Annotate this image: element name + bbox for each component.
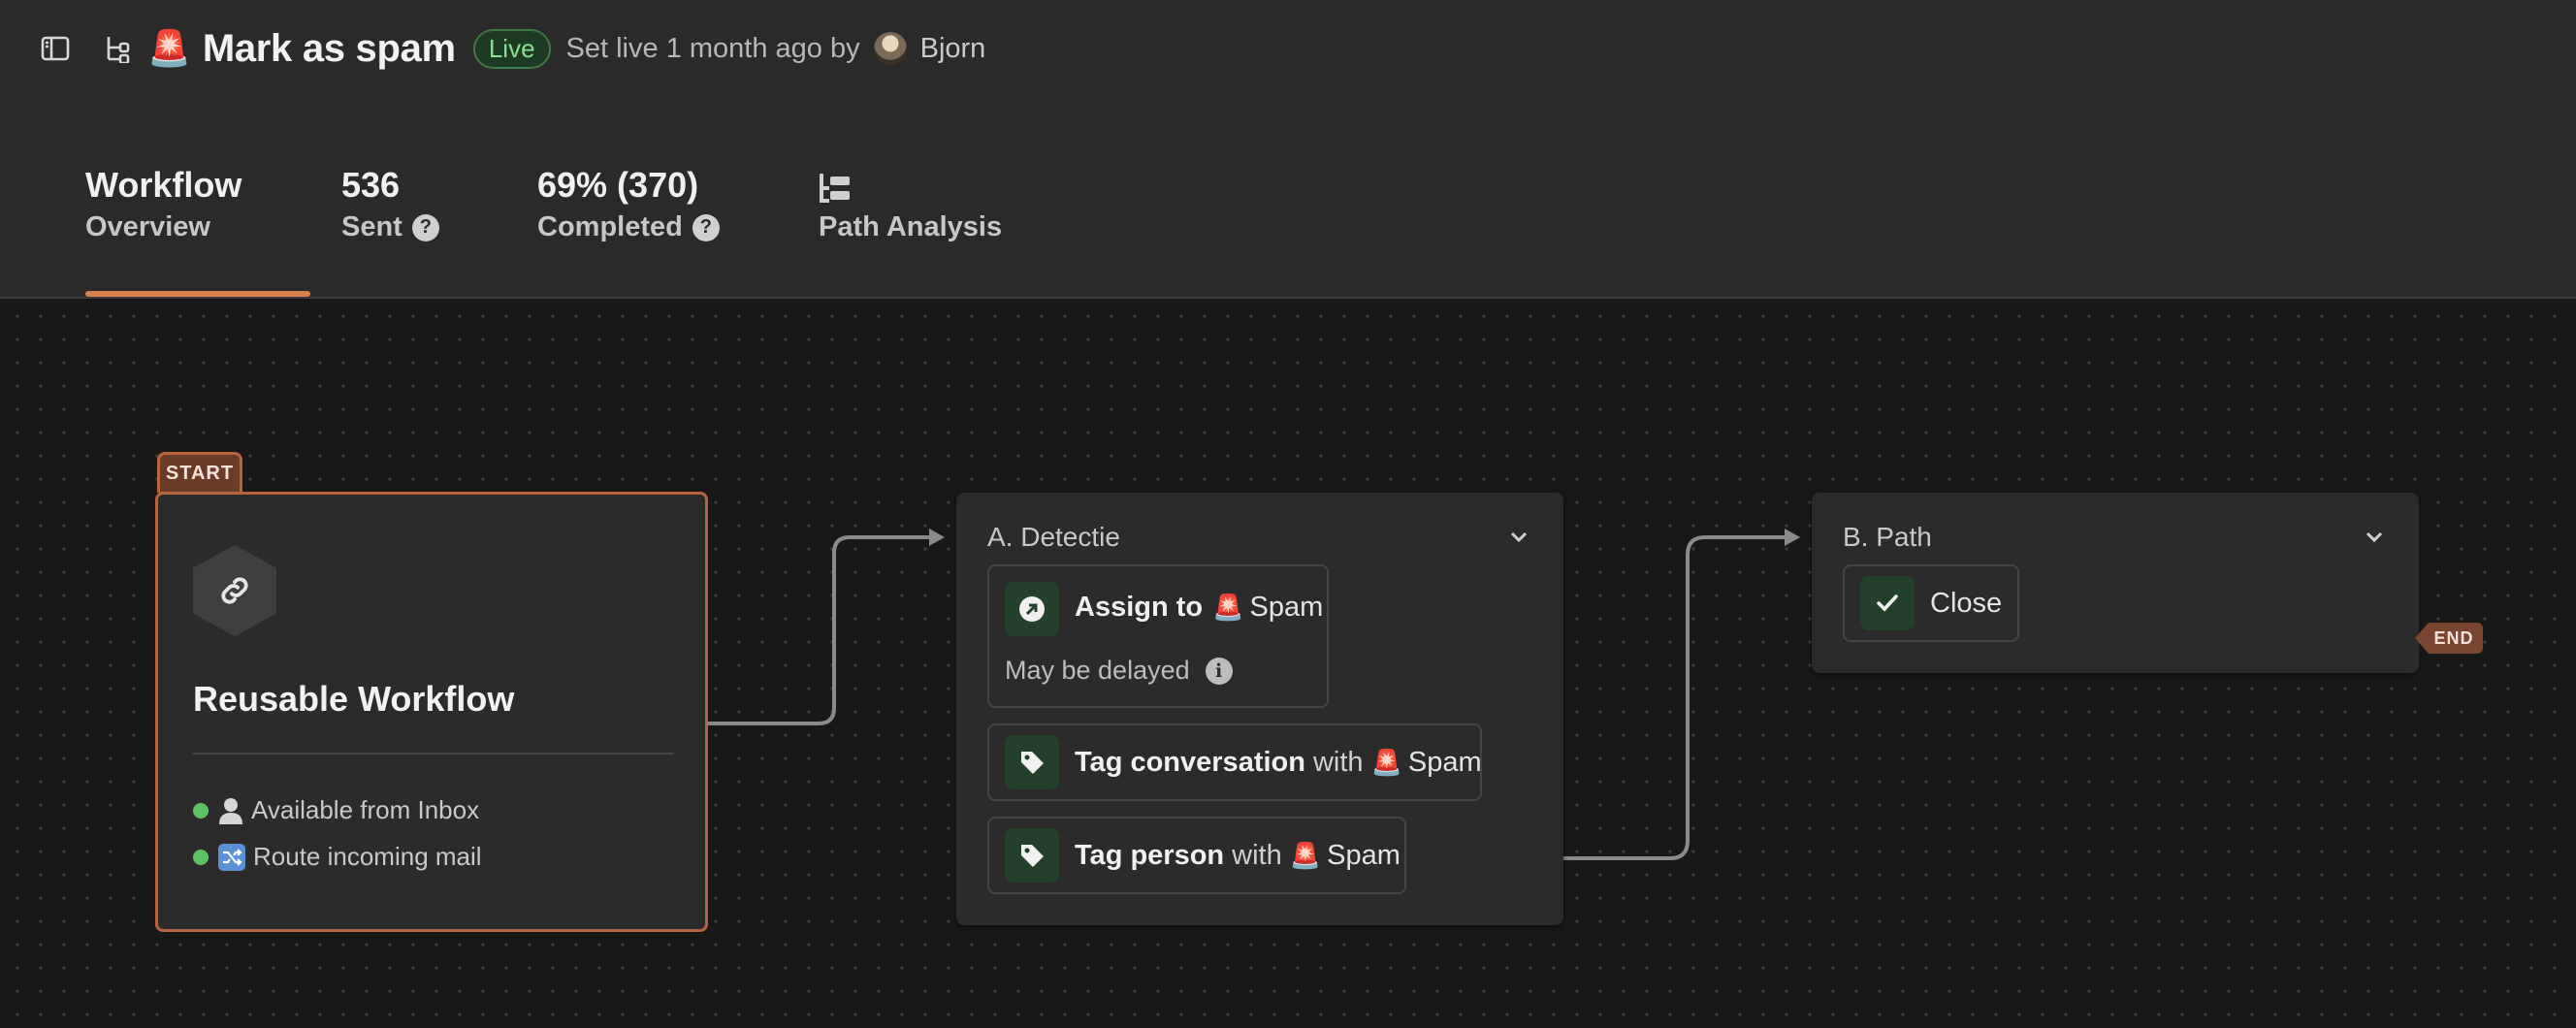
tab-sent[interactable]: 536 Sent? [341,165,439,243]
page-title[interactable]: Mark as spam [202,26,456,70]
delay-note: May be delayed i [1005,656,1233,686]
tab-workflow-overview[interactable]: Workflow Overview [85,165,242,243]
trigger-label: Available from Inbox [251,795,480,824]
stats-tabs: Workflow Overview 536 Sent? 69% (370) Co… [0,97,2576,299]
tag-icon [1005,828,1059,883]
chevron-down-icon[interactable] [1505,524,1532,551]
end-tag: END [2415,623,2483,654]
tab-small-label: Sent? [341,211,439,243]
action-label: Tag person with 🚨 Spam [1075,840,1401,871]
status-dot [193,802,209,819]
step-b-title: B. Path [1843,522,1932,552]
active-tab-indicator [85,291,310,297]
action-label: Assign to 🚨 Spam [1075,592,1324,623]
trigger-available-from-inbox: Available from Inbox [193,795,479,825]
status-badge: Live [472,28,551,69]
help-icon[interactable]: ? [411,213,439,241]
tab-big-label: Workflow [85,165,242,205]
assign-arrow-icon [1005,582,1059,636]
action-label: Tag conversation with 🚨 Spam [1075,747,1482,778]
action-tag-person[interactable]: Tag person with 🚨 Spam [987,817,1406,894]
tab-small-label: Overview [85,211,210,242]
tab-path-analysis[interactable]: Path Analysis [819,165,1002,243]
siren-emoji: 🚨 [1289,841,1322,870]
action-close[interactable]: Close [1843,564,2019,642]
siren-emoji: 🚨 [1212,593,1244,622]
set-live-text: Set live 1 month ago by [565,32,860,64]
divider [193,753,674,755]
sidebar-toggle-icon[interactable] [39,32,72,65]
workflow-branch-icon[interactable] [101,32,134,65]
siren-emoji: 🚨 [1370,748,1402,777]
shuffle-icon [218,843,245,871]
chevron-down-icon[interactable] [2361,524,2388,551]
user-name[interactable]: Bjorn [919,32,986,64]
tab-small-label: Completed? [537,211,720,243]
trigger-label: Route incoming mail [253,842,482,871]
trigger-route-incoming-mail: Route incoming mail [193,842,482,872]
tag-icon [1005,735,1059,789]
start-node-card[interactable]: Reusable Workflow Available from Inbox R… [155,492,708,932]
start-node-title: Reusable Workflow [193,679,515,719]
check-icon [1860,576,1915,630]
step-a-title: A. Detectie [987,522,1120,552]
person-icon [218,797,243,824]
link-icon [193,545,276,636]
tab-completed[interactable]: 69% (370) Completed? [537,165,720,243]
tab-small-label: Path Analysis [819,211,1003,242]
info-icon[interactable]: i [1205,657,1233,685]
step-b-card[interactable]: B. Path Close [1812,493,2419,673]
help-icon[interactable]: ? [692,213,720,241]
avatar [873,32,907,65]
action-assign-spam[interactable]: Assign to 🚨 Spam May be delayed i [987,564,1329,708]
action-label: Close [1930,588,2003,619]
status-dot [193,849,209,865]
sent-count: 536 [341,165,401,205]
top-bar: 🚨 Mark as spam Live Set live 1 month ago… [0,0,2576,97]
path-analysis-icon [819,165,1002,209]
step-a-card[interactable]: A. Detectie Assign to 🚨 Spam May be dela… [956,493,1563,925]
start-tag: START [157,452,242,493]
completed-count: 69% (370) [537,165,699,205]
siren-emoji: 🚨 [147,28,191,68]
action-tag-conversation[interactable]: Tag conversation with 🚨 Spam [987,723,1482,801]
